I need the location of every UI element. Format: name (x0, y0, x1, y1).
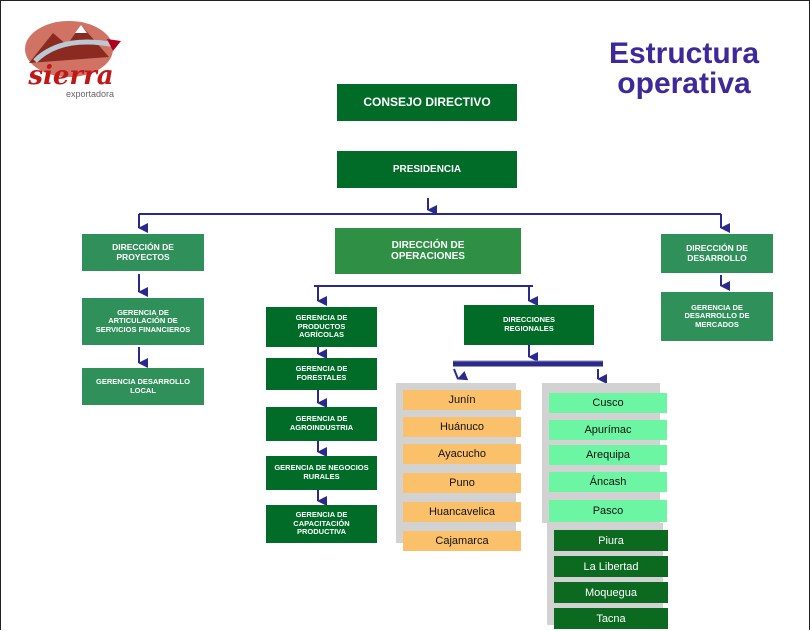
region-moquegua: Moquegua (554, 582, 668, 603)
region-ayacucho: Ayacucho (403, 444, 521, 464)
mountain-logo-icon (25, 21, 121, 77)
region-tacna: Tacna (554, 608, 668, 629)
region-la-libertad: La Libertad (554, 556, 668, 577)
gerencia-articulacion-box: GERENCIA DE ARTICULACIÓN DE SERVICIOS FI… (82, 298, 204, 345)
gerencia-negocios-rurales-box: GERENCIA DE NEGOCIOS RURALES (266, 456, 377, 490)
region-cajamarca: Cajamarca (403, 531, 521, 551)
gerencia-capacitacion-productiva-box: GERENCIA DE CAPACITACIÓN PRODUCTIVA (266, 505, 377, 543)
direccion-operaciones-box: DIRECCIÓN DE OPERACIONES (335, 228, 521, 274)
region-arequipa: Arequipa (549, 445, 667, 465)
gerencia-desarrollo-mercados-box: GERENCIA DE DESARROLLO DE MERCADOS (661, 292, 773, 341)
gerencia-desarrollo-local-box: GERENCIA DESARROLLO LOCAL (82, 368, 204, 405)
gerencia-productos-agricolas-box: GERENCIA DE PRODUCTOS AGRÍCOLAS (266, 307, 377, 347)
consejo-directivo-box: CONSEJO DIRECTIVO (337, 84, 517, 121)
region-huanuco: Huánuco (403, 417, 521, 437)
region-cusco: Cusco (549, 393, 667, 413)
region-huancavelica: Huancavelica (403, 502, 521, 522)
region-puno: Puno (403, 473, 521, 493)
direccion-desarrollo-box: DIRECCIÓN DE DESARROLLO (661, 234, 773, 273)
gerencia-agroindustria-box: GERENCIA DE AGROINDUSTRIA (266, 407, 377, 441)
page-title: Estructura operativa (608, 37, 760, 100)
sierra-exportadora-logo: sierra exportadora (15, 11, 127, 103)
presidencia-box: PRESIDENCIA (337, 151, 517, 188)
gerencia-forestales-box: GERENCIA DE FORESTALES (266, 358, 377, 390)
logo-name: sierra (28, 61, 114, 91)
region-junin: Junín (403, 390, 521, 410)
region-apurimac: Apurímac (549, 420, 667, 440)
region-ancash: Áncash (549, 472, 667, 492)
logo-subtitle: exportadora (65, 89, 115, 99)
direcciones-regionales-box: DIRECCIONES REGIONALES (464, 305, 594, 345)
region-piura: Piura (554, 530, 668, 551)
direccion-proyectos-box: DIRECCIÓN DE PROYECTOS (82, 234, 204, 271)
region-pasco: Pasco (549, 500, 667, 522)
